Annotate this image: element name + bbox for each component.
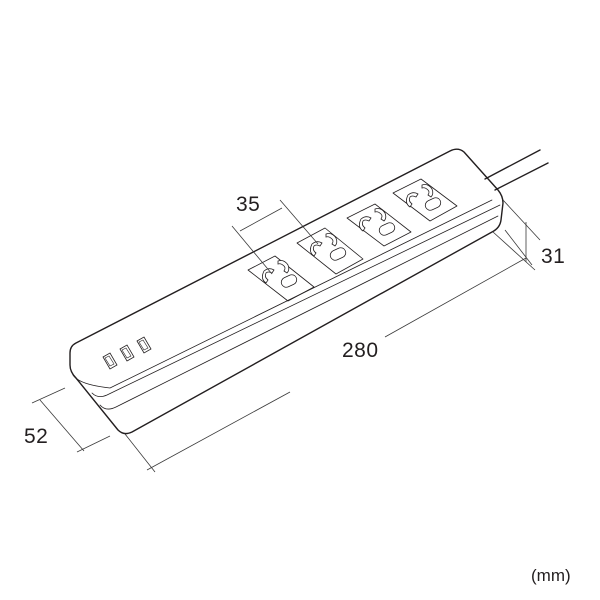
strip-body <box>69 148 504 435</box>
unit-label: (mm) <box>531 566 571 585</box>
usb-port-3 <box>136 336 152 354</box>
outlet-2 <box>296 227 364 275</box>
power-cord <box>484 149 549 191</box>
dimension-52 <box>31 387 111 453</box>
usb-port-1 <box>102 352 118 370</box>
dimension-label-length: 280 <box>342 339 379 362</box>
outlet-1 <box>247 255 315 302</box>
outlet-4 <box>392 178 458 222</box>
usb-ports <box>102 336 152 370</box>
dimension-31 <box>492 199 541 271</box>
dimension-label-height: 31 <box>541 245 566 268</box>
dimension-35 <box>231 199 319 275</box>
usb-port-2 <box>119 344 135 362</box>
outlet-3 <box>346 203 412 247</box>
dimension-label-outlet-pitch: 35 <box>236 193 261 216</box>
dimension-label-width: 52 <box>24 425 49 448</box>
dimension-280 <box>124 229 533 473</box>
